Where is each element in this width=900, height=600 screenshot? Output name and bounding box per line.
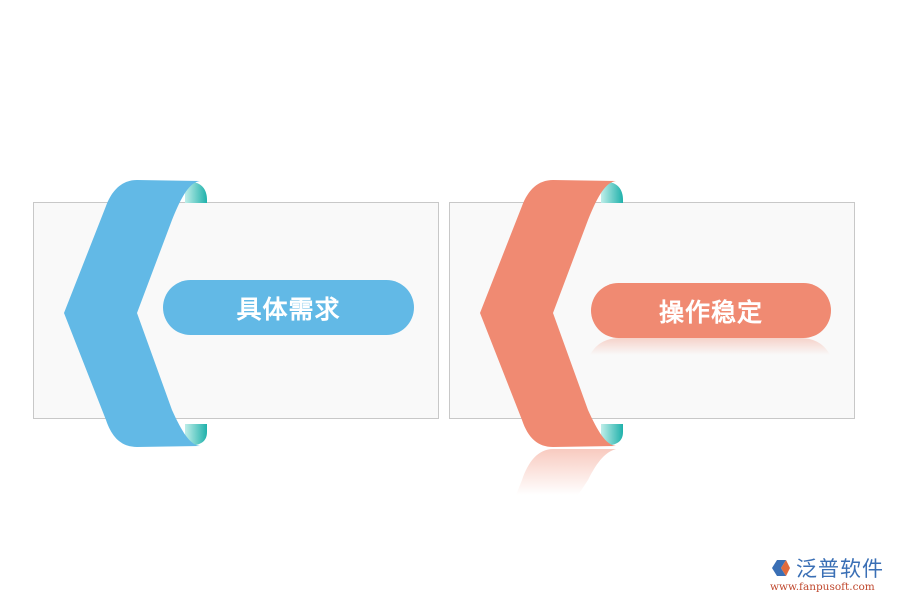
label-pill-stable-operation: 操作稳定 [591, 283, 831, 338]
brand-url: www.fanpusoft.com [770, 581, 875, 593]
label-pill-specific-requirements: 具体需求 [163, 280, 414, 335]
brand-logo: 泛普软件 www.fanpusoft.com [770, 553, 895, 593]
brand-name: 泛普软件 [796, 557, 884, 581]
fanpu-logo-icon [772, 560, 790, 576]
